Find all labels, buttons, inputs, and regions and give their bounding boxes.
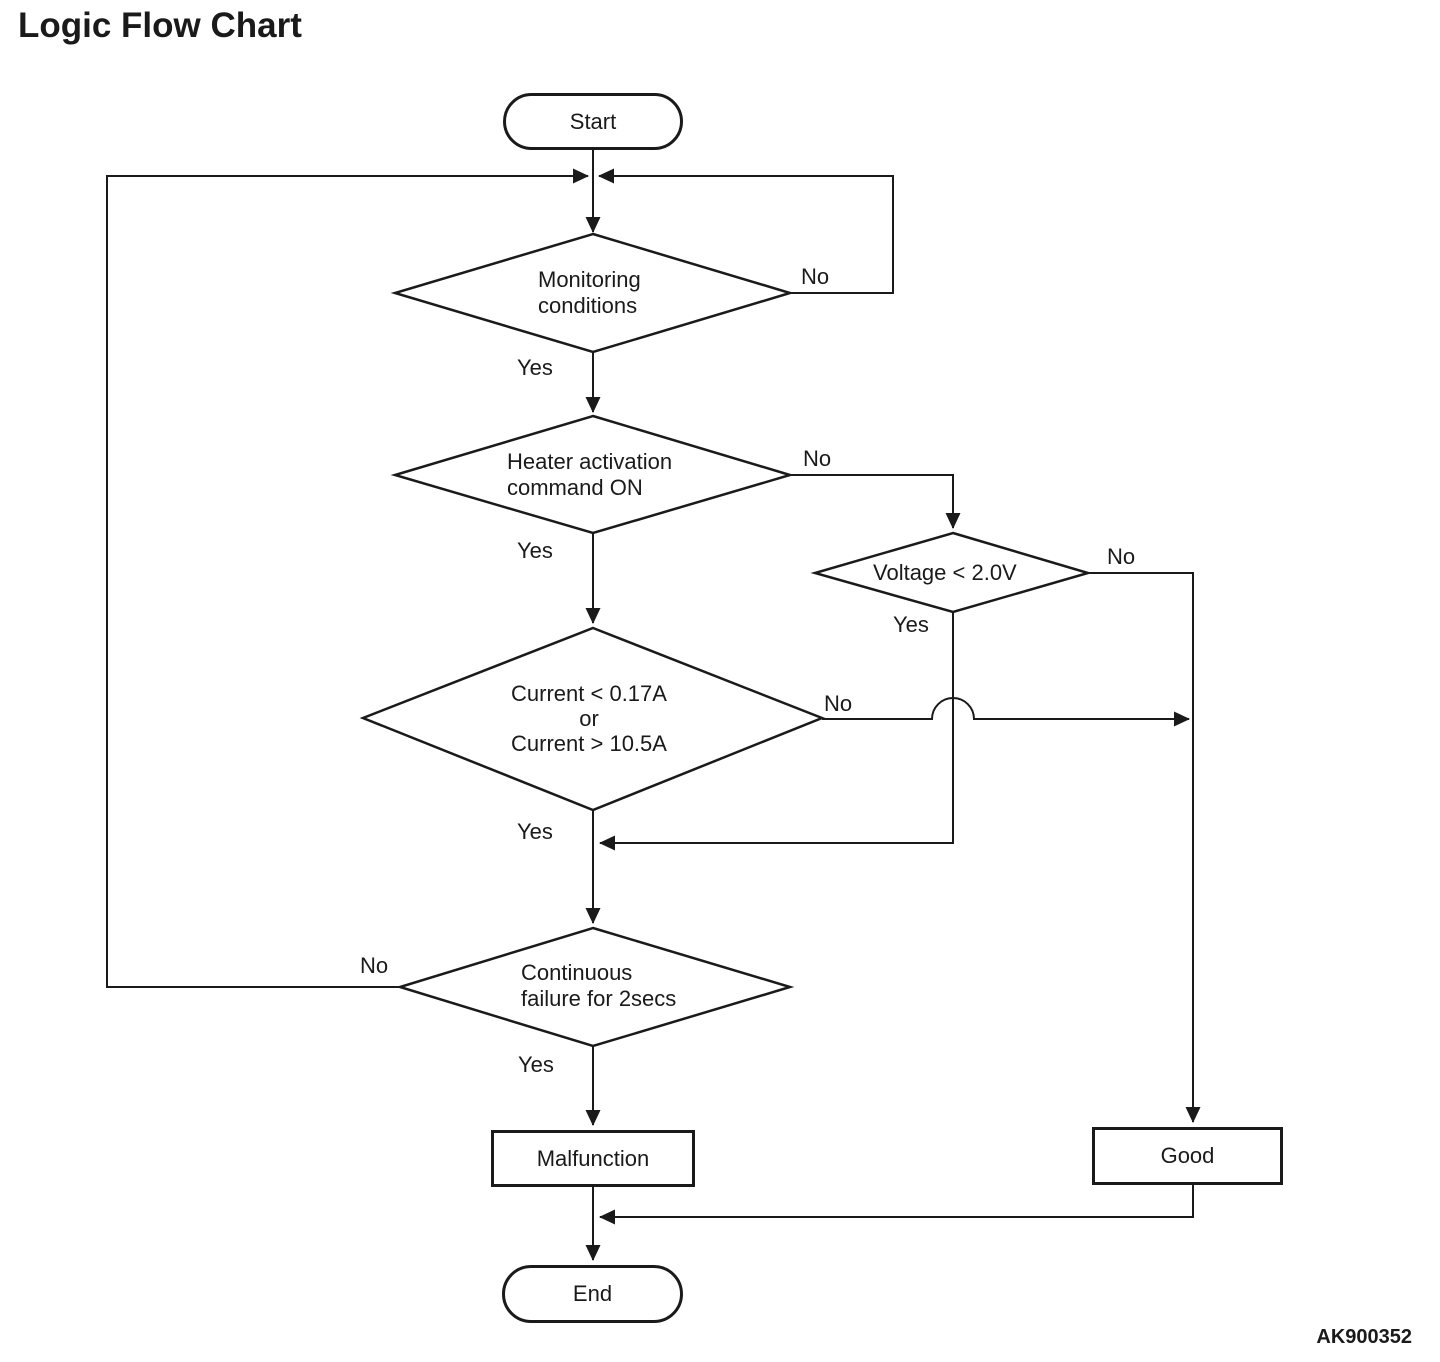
end-node: End	[502, 1265, 683, 1323]
start-node-label: Start	[569, 108, 617, 134]
label-heater-yes: Yes	[517, 538, 553, 563]
decision-continuous-shape	[395, 926, 795, 1048]
edge-voltage-yes	[599, 612, 954, 851]
decision-voltage-shape	[810, 531, 1093, 614]
decision-current-label: Current < 0.17A or Current > 10.5A	[511, 681, 667, 756]
decision-voltage-label: Voltage < 2.0V	[873, 560, 1017, 585]
good-node: Good	[1092, 1127, 1283, 1185]
decision-heater-label: Heater activation command ON	[507, 449, 673, 500]
edge-heater-no	[790, 474, 961, 529]
decision-current-shape	[359, 626, 826, 812]
label-continuous-yes: Yes	[518, 1052, 554, 1077]
diagram-code: AK900352	[1316, 1326, 1412, 1348]
decision-monitoring-shape	[390, 232, 795, 354]
edge-monitoring-no-loop	[598, 168, 894, 294]
good-node-label: Good	[1160, 1143, 1215, 1168]
edge-good-to-merge	[599, 1185, 1194, 1225]
start-node: Start	[503, 93, 683, 150]
malfunction-node-label: Malfunction	[536, 1145, 650, 1171]
label-monitoring-no: No	[801, 264, 830, 289]
label-continuous-no: No	[360, 953, 389, 978]
label-monitoring-yes: Yes	[517, 355, 553, 380]
decision-heater-shape	[390, 414, 795, 535]
label-voltage-no: No	[1107, 544, 1136, 569]
decision-monitoring-label: Monitoring conditions	[538, 267, 641, 318]
label-heater-no: No	[803, 446, 832, 471]
page-title: Logic Flow Chart	[18, 6, 302, 45]
edge-continuous-no-loop	[106, 168, 589, 988]
decision-continuous-label: Continuous failure for 2secs	[521, 960, 677, 1011]
label-current-yes: Yes	[517, 819, 553, 844]
edge-voltage-no	[1088, 572, 1201, 1123]
malfunction-node: Malfunction	[491, 1130, 695, 1187]
edge-current-no	[822, 697, 1190, 727]
label-voltage-yes: Yes	[893, 612, 929, 637]
label-current-no: No	[824, 691, 853, 716]
end-node-label: End	[572, 1281, 613, 1306]
